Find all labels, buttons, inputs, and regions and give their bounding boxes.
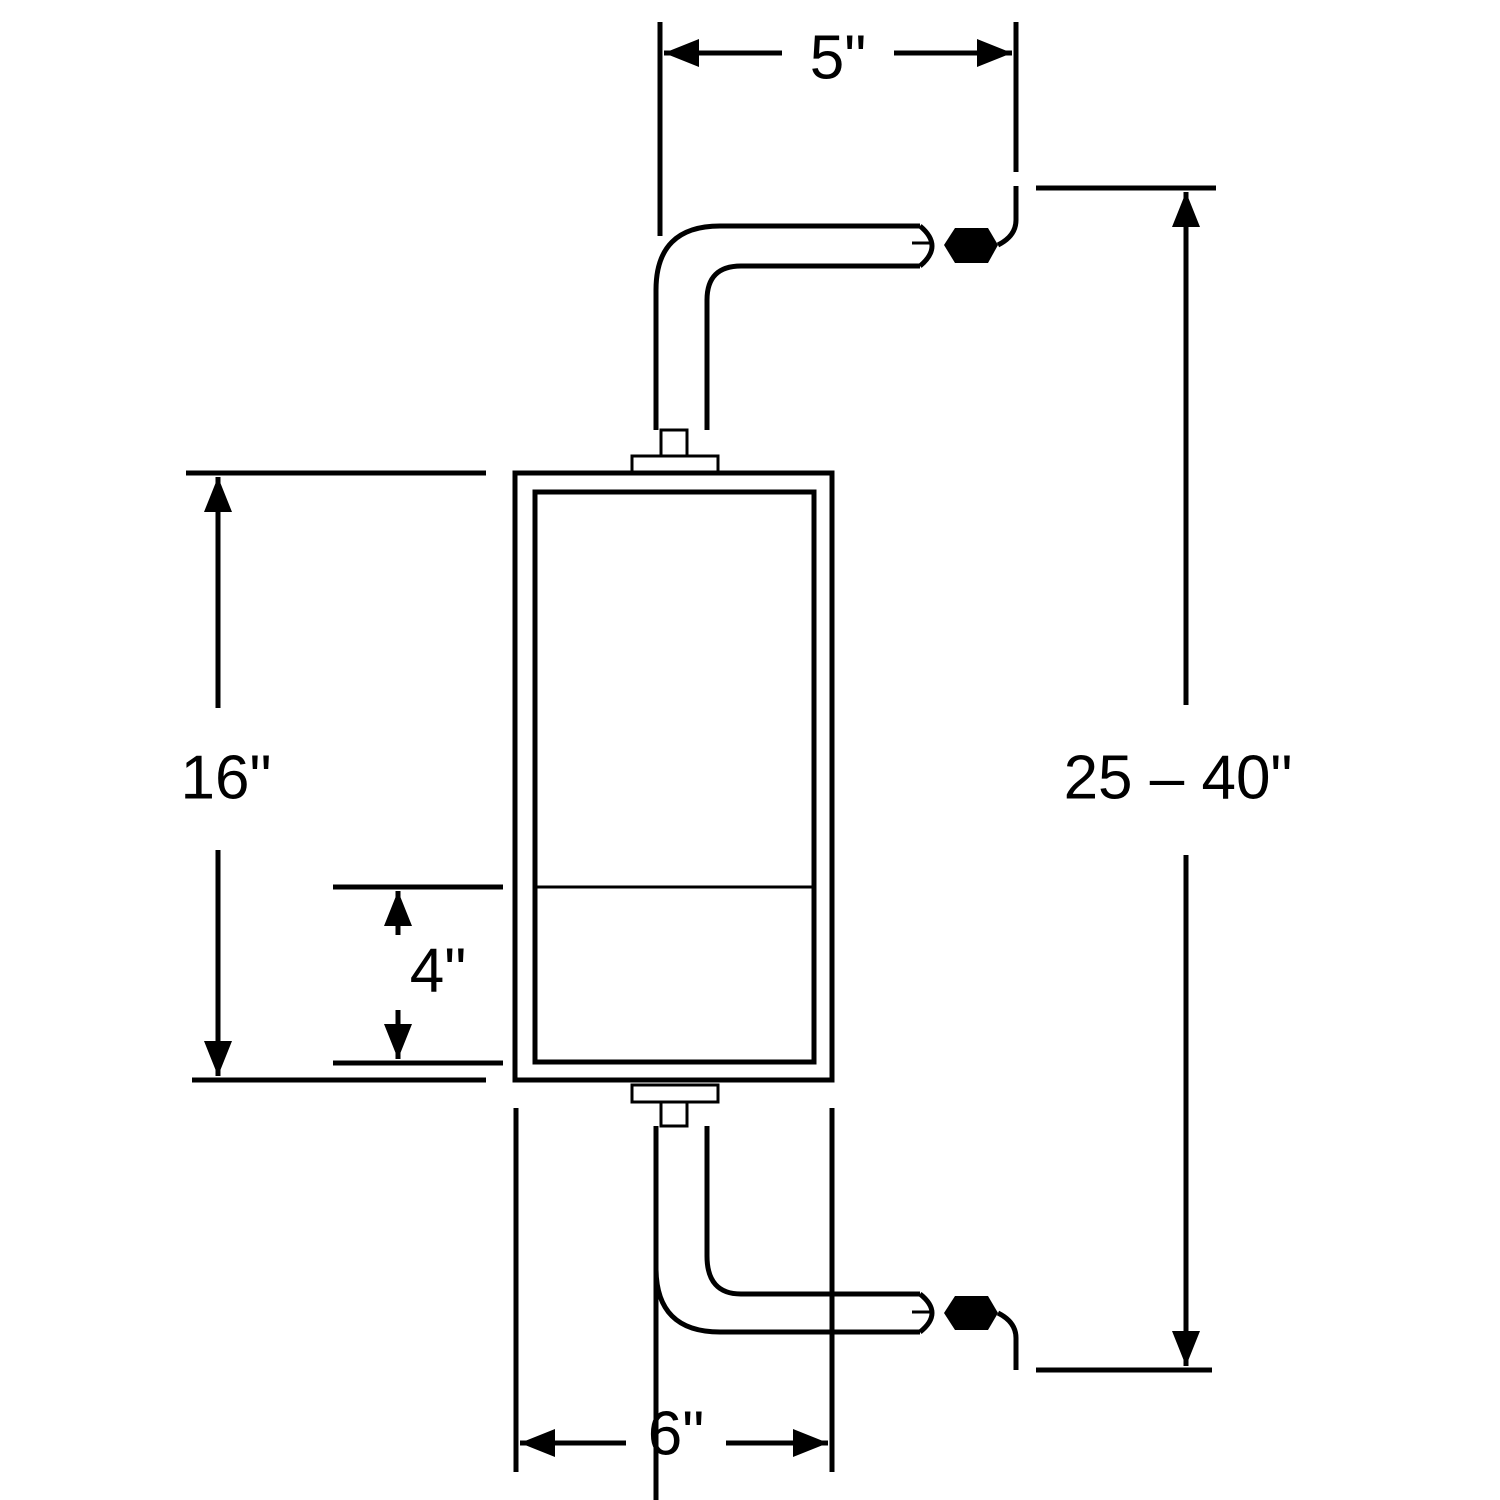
bottom-mount-plate xyxy=(630,1083,720,1104)
overall-span-label: 25 – 40" xyxy=(1064,743,1293,812)
bottom-arm-tube-end xyxy=(918,1292,935,1334)
bottom-arm-l xyxy=(653,1126,920,1335)
dim-arm-offset xyxy=(657,22,1019,236)
top-mount-plate xyxy=(630,454,720,475)
mirror-glass-outline xyxy=(532,489,817,1065)
top-arm-tube-end xyxy=(918,224,935,268)
top-mount-stem xyxy=(659,428,689,458)
bottom-clamp-nut-icon xyxy=(944,1296,998,1330)
top-clamp-nut-icon xyxy=(944,228,998,263)
top-mount xyxy=(630,186,1019,475)
mirror-housing xyxy=(512,470,835,1083)
dim-lower-section xyxy=(333,884,503,1066)
mirror-width-label: 6" xyxy=(648,1399,705,1468)
arm-offset-label: 5" xyxy=(810,23,867,92)
top-arm-tube xyxy=(653,223,920,430)
dim-overall-span xyxy=(1036,185,1216,1373)
bottom-mount-stem xyxy=(659,1100,689,1128)
dim-mirror-height xyxy=(186,470,486,1083)
mirror-height-label: 16" xyxy=(181,743,272,812)
bottom-clamp-bolt xyxy=(996,1310,1019,1370)
bottom-arm-assembly xyxy=(653,1126,1019,1370)
lower-section-label: 4" xyxy=(410,936,467,1005)
top-clamp-bolt xyxy=(996,186,1019,248)
mirror-outer-frame xyxy=(512,470,835,1083)
dim-mirror-width xyxy=(513,1108,835,1472)
